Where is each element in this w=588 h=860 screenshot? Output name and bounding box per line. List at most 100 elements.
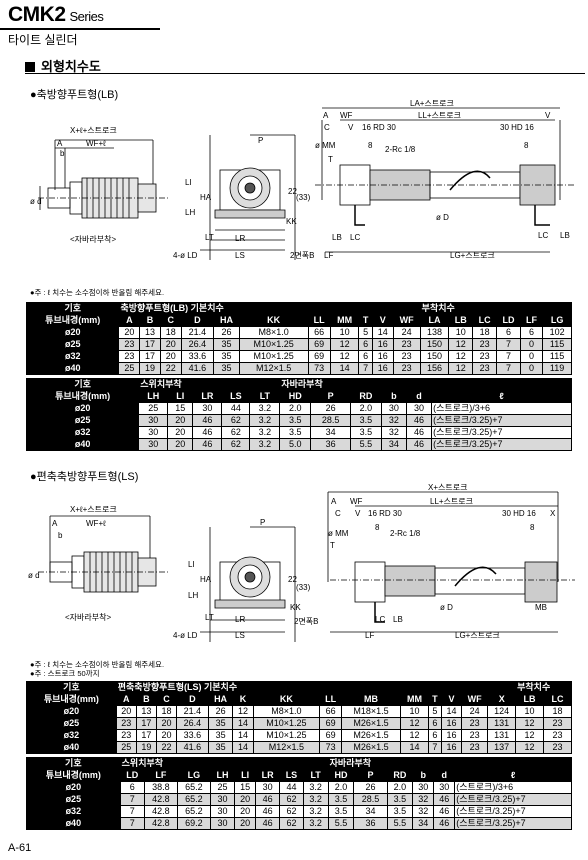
table-cell: 25 [115,741,137,754]
table-cell: 119 [542,362,572,375]
table-cell: 3.5 [349,426,382,439]
table-cell: 16 [440,717,463,730]
table-cell: 17 [135,729,157,742]
table-cell: 5 [358,326,373,339]
table-cell: 23 [392,362,421,375]
table-column-header: C [155,693,178,706]
table-cell: 23 [472,350,498,363]
table-cell: 23 [472,362,498,375]
table-column-header: MM [400,693,429,706]
table-cell: 14 [371,326,394,339]
table-column-header: LI [167,390,194,403]
table-cell: 12 [515,717,544,730]
table-cell: 10 [329,326,360,339]
ls-note-2: ●주 : 스트로크 50까지 [30,669,100,678]
table-column-header: V [440,693,463,706]
table-cell: (스트로크/3.25)+7 [431,414,572,427]
table-column-header: b [412,769,435,782]
table-cell: 14 [232,717,254,730]
table-cell: 13 [139,326,161,339]
table-row-header: 튜브내경(mm) [25,390,140,403]
table-cell: 26 [310,402,351,415]
table-column-header: B [135,693,157,706]
table-column-header: MM [329,314,360,327]
table-cell: 3.5 [327,805,355,818]
lb-33-label: (33) [296,193,311,202]
table-group-header: 축방향푸트형(LB) 기본치수 [118,302,421,315]
table-cell: 65.2 [176,781,211,794]
table-column-header: LT [302,769,329,782]
table-cell: 6 [358,350,373,363]
table-cell: 42.8 [143,805,178,818]
table-column-header: HA [213,314,240,327]
table-cell: 34 [412,817,435,830]
table-cell: 3.5 [279,426,312,439]
table-cell: 23 [115,717,137,730]
table-cell: 6 [519,326,544,339]
table-bore-cell: ø40 [25,438,140,451]
table-cell: (스트로크/3.25)+7 [431,438,572,451]
ls-ha-label: HA [200,575,212,584]
table-cell: 26 [207,705,234,718]
ls-wf2-label: WF [350,497,363,506]
table-column-header: LL [307,314,331,327]
table-cell: 7 [496,350,521,363]
table-group-header: 기호 [25,378,140,391]
lb-wf-label: WF+ℓ [86,139,106,148]
ls-xs-label: X+스트로크 [428,483,467,492]
table-cell: 6 [427,729,442,742]
table-column-header: KK [252,693,321,706]
table-bore-cell: ø32 [25,426,140,439]
table-cell: 115 [542,350,572,363]
lb-a-label: A [57,139,63,148]
table-cell: 35 [207,717,234,730]
table-cell: 10 [400,705,429,718]
lb-c-label: C [324,123,330,132]
table-cell: 32 [412,805,435,818]
table-column-header: LL [319,693,342,706]
lb-rc-label: 2-Rc 1/8 [385,145,416,154]
table-bore-cell: ø40 [25,362,120,375]
table-group-header: 기호 [25,302,120,315]
table-cell: 23 [115,729,137,742]
lb-lf-label: LF [324,251,333,260]
table-cell: 26.4 [176,717,209,730]
ls-33-label: (33) [296,583,311,592]
ls-d-label: ø d [28,571,40,580]
table-cell: 44 [221,402,251,415]
table-cell: 30 [380,402,407,415]
table-group-header: 편축축방향푸트형(LS) 기본치수 [115,681,517,694]
table-column-header: d [405,390,433,403]
table-cell: 23 [118,338,141,351]
table-column-header: T [358,314,373,327]
table-cell: M10×1.25 [252,729,321,742]
table-bore-cell: ø40 [26,817,121,830]
ls-drawing: X+ℓ+스트로크 A WF+ℓ b ø d <자바라부착> P LI LH HA… [28,483,575,642]
ls-lr-label: LR [235,615,245,624]
table-cell: 12 [329,338,360,351]
table-cell: 62 [221,414,251,427]
table-cell: 2.0 [327,781,355,794]
table-cell: 73 [319,741,342,754]
table-column-header: RD [386,769,414,782]
table-cell: 150 [419,338,450,351]
table-cell: 30 [255,781,281,794]
table-cell: 35 [213,362,240,375]
lb-lh-label: LH [185,208,195,217]
table-column-header: LR [192,390,223,403]
table-cell: 7 [358,362,373,375]
table-cell: M26×1.5 [340,717,402,730]
table-column-header: LH [209,769,236,782]
table-cell: 3.5 [386,805,414,818]
table-cell: 41.6 [176,741,209,754]
table-cell: 24 [461,705,489,718]
ls-t-label: T [330,541,335,550]
ls-lb-label: LB [393,615,403,624]
table-cell: 115 [542,338,572,351]
table-cell: 34 [380,438,407,451]
